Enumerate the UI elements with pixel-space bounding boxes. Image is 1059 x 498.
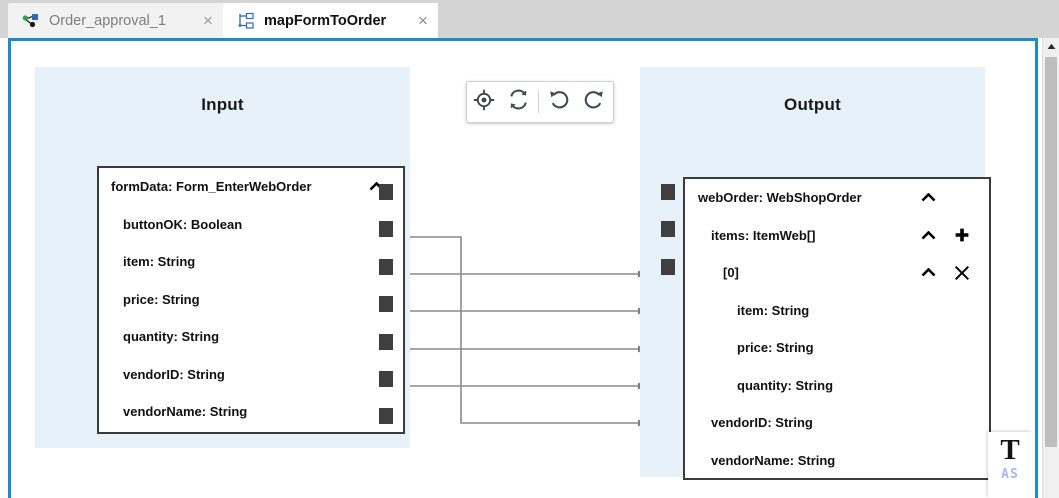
tab-close-icon[interactable]: × xyxy=(418,10,428,30)
input-port-quantity[interactable] xyxy=(379,334,393,350)
tab-order-approval[interactable]: Order_approval_1 × xyxy=(8,3,223,38)
mapping-canvas[interactable]: Input formData: Form_EnterWebOrder butto… xyxy=(11,41,1035,498)
output-port-items[interactable] xyxy=(661,221,675,237)
input-port-formdata[interactable] xyxy=(379,184,393,200)
center-view-button[interactable] xyxy=(467,82,501,122)
row-label: vendorName: String xyxy=(711,452,836,468)
output-row-items-icons xyxy=(911,217,979,255)
output-panel-title: Output xyxy=(784,95,841,114)
tab-label: Order_approval_1 xyxy=(49,12,166,29)
input-row-item[interactable]: item: String xyxy=(99,243,427,281)
output-row-index-0[interactable]: [0] xyxy=(685,254,1027,292)
row-label: webOrder: WebShopOrder xyxy=(698,190,862,206)
output-panel: Output webOrder: WebShopOrder items: Ite… xyxy=(640,67,991,480)
tab-close-icon[interactable]: × xyxy=(203,10,213,30)
row-label: items: ItemWeb[] xyxy=(711,227,816,243)
output-row-quantity[interactable]: quantity: String xyxy=(685,367,1035,405)
row-label: quantity: String xyxy=(123,329,220,345)
input-node-box[interactable]: formData: Form_EnterWebOrder buttonOK: B… xyxy=(97,166,405,434)
add-item-plus-icon[interactable] xyxy=(945,228,979,242)
redo-icon xyxy=(582,88,605,116)
refresh-button[interactable] xyxy=(501,82,535,122)
canvas-toolbar xyxy=(466,81,614,123)
output-row-vendorid[interactable]: vendorID: String xyxy=(685,404,1015,442)
output-row-weborder-icons xyxy=(911,179,979,217)
remove-item-close-icon[interactable] xyxy=(945,265,979,280)
input-row-buttonok[interactable]: buttonOK: Boolean xyxy=(99,206,427,244)
output-port-weborder[interactable] xyxy=(661,184,675,200)
mapping-tree-icon xyxy=(237,12,255,30)
text-tool-sub-label: AS xyxy=(1001,467,1019,482)
row-label: vendorName: String xyxy=(123,404,248,420)
row-label: vendorID: String xyxy=(711,415,813,431)
output-row-weborder[interactable]: webOrder: WebShopOrder xyxy=(685,179,1002,217)
input-port-vendorname[interactable] xyxy=(379,408,393,424)
mapping-canvas-border: Input formData: Form_EnterWebOrder butto… xyxy=(8,38,1038,498)
input-row-price[interactable]: price: String xyxy=(99,281,427,319)
tab-label: mapFormToOrder xyxy=(264,12,387,29)
row-label: price: String xyxy=(737,340,814,356)
input-panel: Input formData: Form_EnterWebOrder butto… xyxy=(35,67,410,448)
row-label: item: String xyxy=(123,254,196,270)
row-label: price: String xyxy=(123,291,200,307)
input-port-vendorid[interactable] xyxy=(379,371,393,387)
scroll-up-arrow-icon[interactable] xyxy=(1043,38,1059,55)
tab-map-form-to-order[interactable]: mapFormToOrder × xyxy=(223,3,438,38)
row-label: formData: Form_EnterWebOrder xyxy=(111,179,312,195)
text-tool-palette[interactable]: T AS xyxy=(988,432,1032,498)
output-row-index-0-icons xyxy=(911,254,979,292)
undo-icon xyxy=(548,88,571,116)
toolbar-separator xyxy=(538,91,539,113)
input-port-buttonok[interactable] xyxy=(379,221,393,237)
refresh-icon xyxy=(507,88,530,116)
input-row-formdata[interactable]: formData: Form_EnterWebOrder xyxy=(99,168,415,206)
input-row-quantity[interactable]: quantity: String xyxy=(99,318,427,356)
process-flow-icon xyxy=(22,12,40,30)
output-port-index-0[interactable] xyxy=(661,259,675,275)
input-panel-title: Input xyxy=(201,95,244,114)
chevron-up-icon[interactable] xyxy=(911,230,945,240)
output-row-vendorname[interactable]: vendorName: String xyxy=(685,442,1015,480)
output-row-item[interactable]: item: String xyxy=(685,292,1035,330)
input-row-vendorname[interactable]: vendorName: String xyxy=(99,393,427,431)
text-tool-glyph[interactable]: T xyxy=(1000,434,1020,466)
input-row-vendorid[interactable]: vendorID: String xyxy=(99,356,427,394)
row-label: item: String xyxy=(737,302,810,318)
output-row-items[interactable]: items: ItemWeb[] xyxy=(685,217,1015,255)
tab-bar: Order_approval_1 × mapFormToOrder × xyxy=(0,0,1059,38)
row-label: quantity: String xyxy=(737,377,834,393)
input-port-price[interactable] xyxy=(379,296,393,312)
scrollbar-thumb[interactable] xyxy=(1045,57,1057,447)
chevron-up-icon[interactable] xyxy=(911,268,945,277)
output-row-price[interactable]: price: String xyxy=(685,329,1035,367)
row-label: buttonOK: Boolean xyxy=(123,216,243,232)
row-label: [0] xyxy=(723,265,739,281)
input-port-item[interactable] xyxy=(379,259,393,275)
output-node-box[interactable]: webOrder: WebShopOrder items: ItemWeb[] xyxy=(683,177,991,480)
undo-button[interactable] xyxy=(542,82,576,122)
chevron-up-icon[interactable] xyxy=(911,193,945,202)
vertical-scrollbar[interactable] xyxy=(1042,38,1059,498)
target-icon xyxy=(473,89,495,116)
redo-button[interactable] xyxy=(576,82,610,122)
row-label: vendorID: String xyxy=(123,366,225,382)
